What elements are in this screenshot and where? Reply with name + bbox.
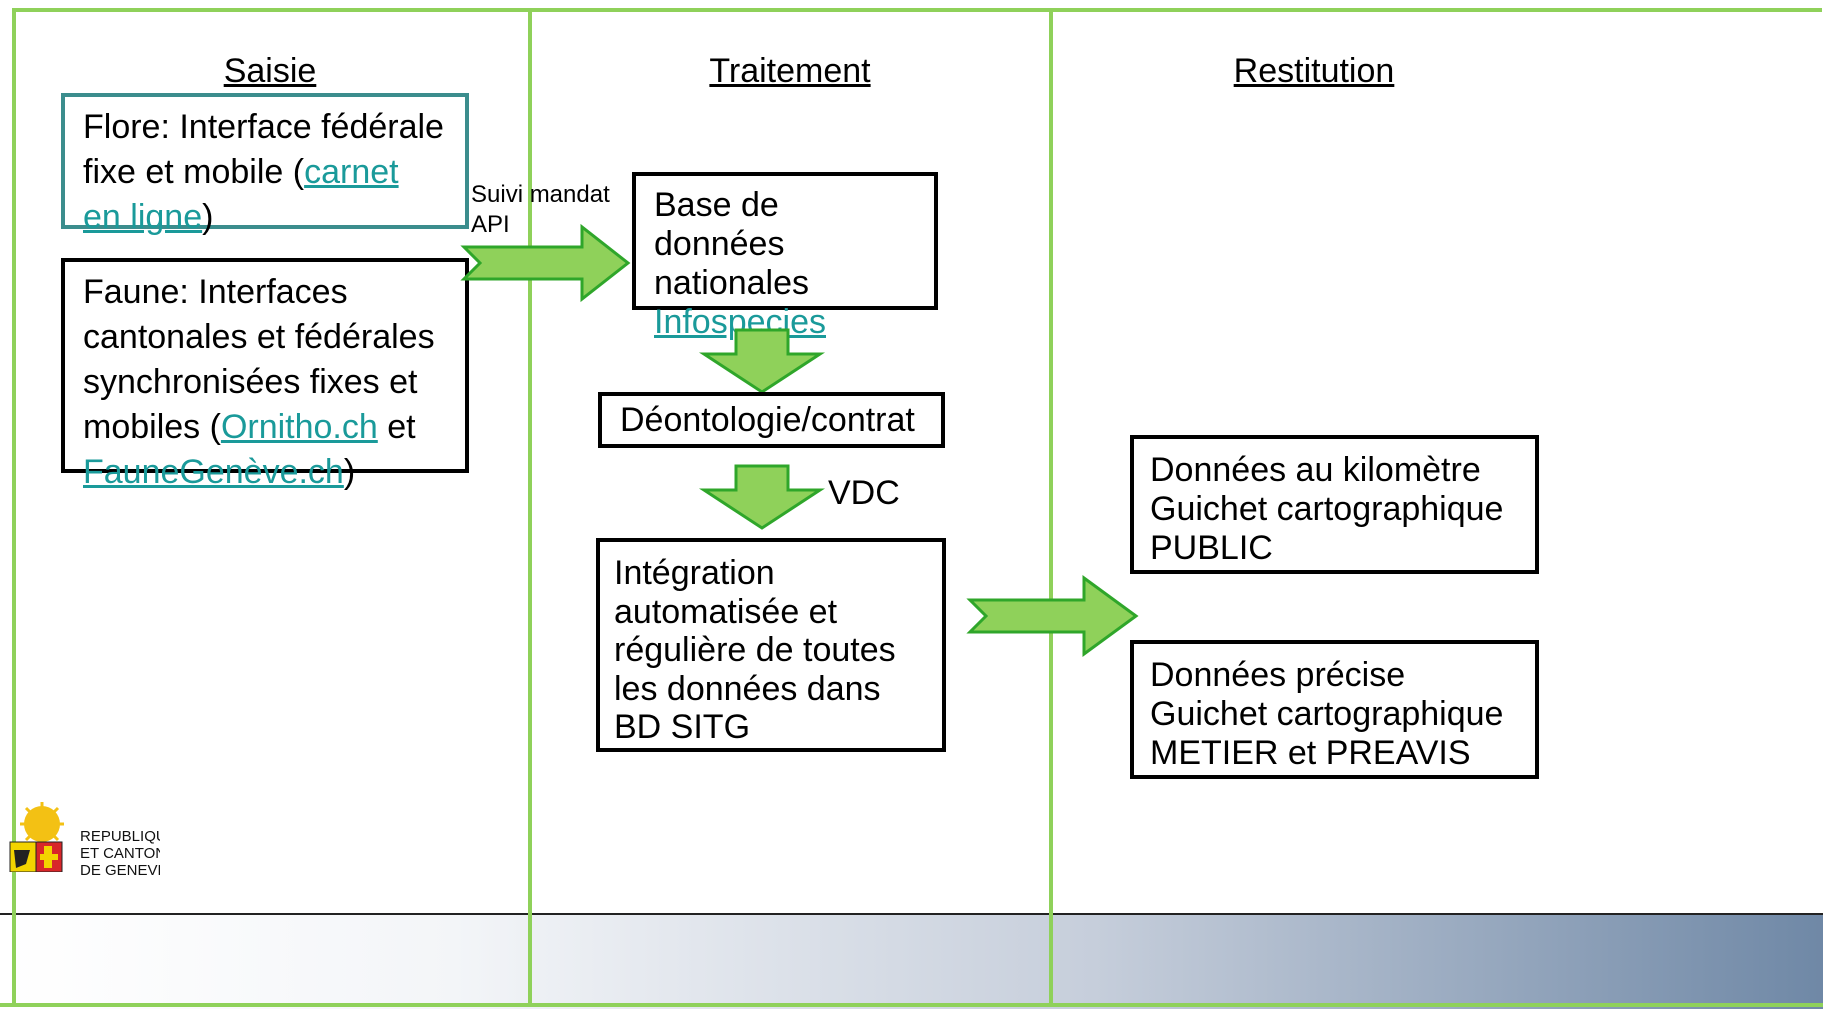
column-divider-2 bbox=[1049, 8, 1053, 1007]
arrow-label-line-1: Suivi mandat bbox=[471, 181, 610, 208]
integration-box: Intégration automatisée et régulière de … bbox=[596, 538, 946, 752]
column-divider-1 bbox=[528, 8, 532, 1007]
footer-band bbox=[0, 913, 1823, 1009]
faune-text-3: ) bbox=[343, 453, 356, 491]
flore-text-3: ) bbox=[202, 198, 214, 236]
faune-text-1: Faune: Interfaces cantonales et fédérale… bbox=[83, 273, 435, 446]
public-data-box: Données au kilomètre Guichet cartographi… bbox=[1130, 435, 1539, 574]
public-box-line-3: PUBLIC bbox=[1150, 529, 1273, 567]
arrow-saisie-to-bdn bbox=[460, 223, 631, 303]
bdn-box: Base de données nationales Infospecies bbox=[632, 172, 938, 341]
faune-box: Faune: Interfaces cantonales et fédérale… bbox=[61, 258, 469, 491]
flore-link-carnet[interactable]: carnet en ligne bbox=[83, 153, 399, 236]
flore-text-1: Flore: Interface fédérale bbox=[83, 108, 444, 146]
column-header-restitution: Restitution bbox=[1233, 52, 1395, 90]
logo-line-1: REPUBLIQUE bbox=[80, 828, 160, 845]
faune-link-faunegeneve[interactable]: FauneGenève.ch bbox=[83, 453, 344, 491]
column-header-traitement: Traitement bbox=[709, 52, 871, 90]
column-header-saisie: Saisie bbox=[223, 52, 317, 90]
arrow-integration-to-restitution bbox=[966, 575, 1139, 657]
arrow-label-suivi: Suivi mandat API bbox=[471, 180, 610, 240]
logo-text: REPUBLIQUE ET CANTON DE GENEVE bbox=[80, 828, 160, 879]
frame-top-line bbox=[12, 8, 1822, 12]
public-box-line-2: Guichet cartographique bbox=[1150, 490, 1504, 528]
logo-line-3: DE GENEVE bbox=[80, 862, 160, 879]
bdn-text: Base de données nationales bbox=[654, 186, 810, 302]
logo-line-2: ET CANTON bbox=[80, 845, 160, 862]
faune-text-2: et bbox=[377, 408, 416, 446]
deontologie-box: Déontologie/contrat bbox=[598, 392, 945, 448]
arrow-down-to-deontologie bbox=[698, 328, 826, 394]
frame-bottom-line bbox=[0, 1003, 1823, 1007]
column-divider-left bbox=[12, 8, 16, 1007]
flore-text-2: fixe et mobile ( bbox=[83, 153, 305, 191]
geneva-logo: REPUBLIQUE ET CANTON DE GENEVE bbox=[0, 802, 160, 1007]
arrow-down-to-integration bbox=[698, 464, 826, 530]
flore-box: Flore: Interface fédérale fixe et mobile… bbox=[61, 93, 469, 236]
metier-box-line-1: Données précise bbox=[1150, 656, 1406, 694]
vdc-label: VDC bbox=[828, 474, 900, 512]
faune-link-ornitho[interactable]: Ornitho.ch bbox=[220, 408, 378, 446]
metier-data-box: Données précise Guichet cartographique M… bbox=[1130, 640, 1539, 779]
public-box-line-1: Données au kilomètre bbox=[1150, 451, 1481, 489]
metier-box-line-2: Guichet cartographique bbox=[1150, 695, 1504, 733]
arrow-label-line-2: API bbox=[471, 211, 510, 238]
geneva-coat-of-arms-icon bbox=[9, 802, 64, 872]
metier-box-line-3: METIER et PREAVIS bbox=[1150, 734, 1471, 772]
